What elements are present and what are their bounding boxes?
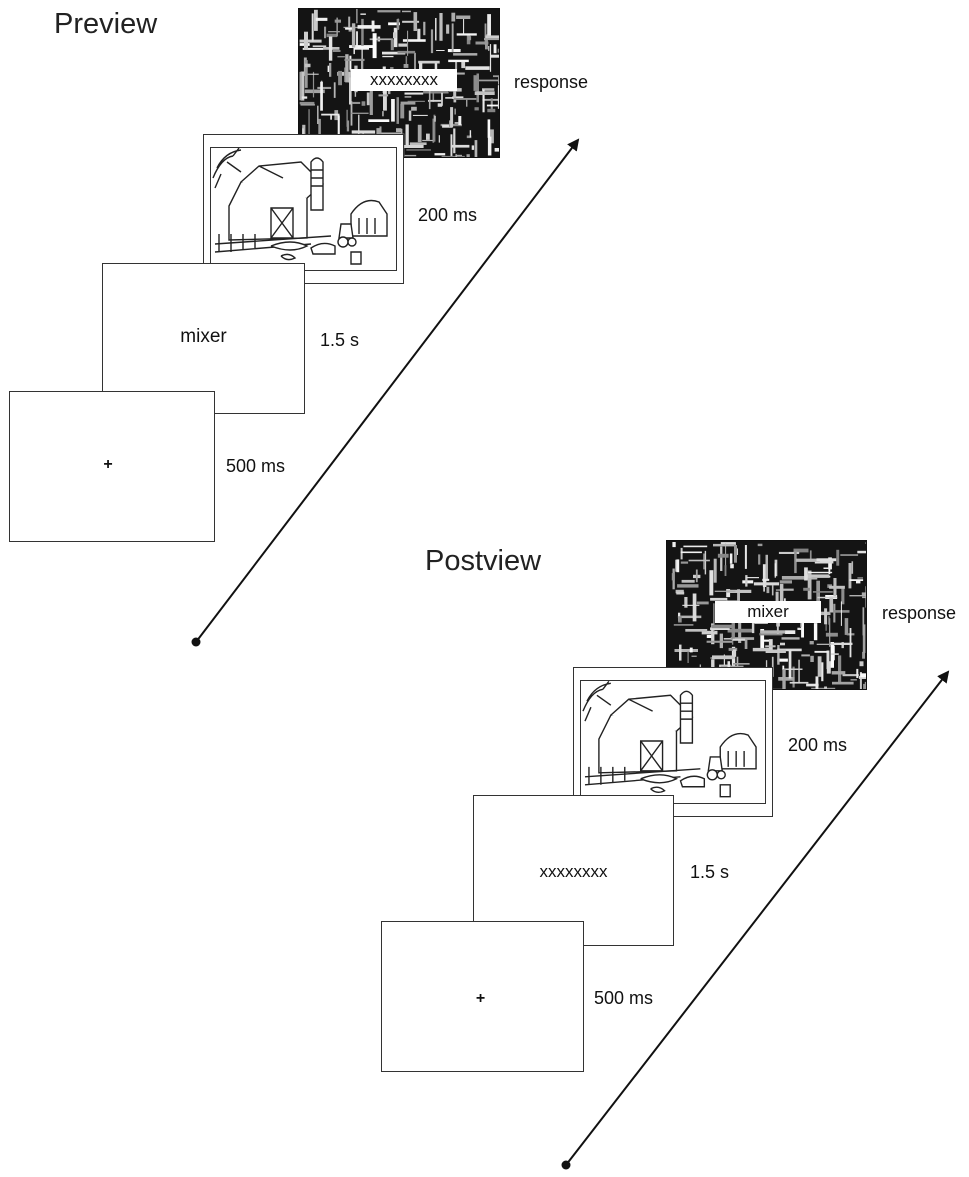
scene-image [580, 680, 766, 804]
fixation-frame: + [9, 391, 215, 542]
cue-duration: 1.5 s [320, 330, 360, 350]
scene-image [210, 147, 397, 271]
scene-frame [203, 134, 404, 284]
fixation-duration: 500 ms [594, 988, 654, 1008]
time-arrow-postview [561, 670, 950, 1170]
mask-frame: mixer [666, 540, 867, 690]
response-label: response [514, 72, 589, 92]
fixation-cross: + [475, 990, 486, 1007]
mask-noise-pattern [667, 542, 866, 689]
cue-word: mixer [180, 326, 227, 347]
panel-title-preview: Preview [54, 8, 158, 40]
mask-noise-pattern [299, 9, 499, 157]
cue-frame: xxxxxxxx [473, 795, 674, 946]
cue-word: xxxxxxxx [539, 862, 608, 881]
arrow-start-dot [561, 1160, 571, 1170]
mask-word: xxxxxxxx [351, 69, 457, 91]
fixation-cross: + [103, 456, 113, 473]
mask-frame: xxxxxxxx [298, 8, 500, 158]
time-arrow-preview [191, 138, 580, 647]
scene-duration: 200 ms [788, 735, 848, 755]
fixation-duration: 500 ms [226, 456, 286, 476]
response-label: response [882, 603, 957, 623]
scene-frame [573, 667, 773, 817]
cue-frame: mixer [102, 263, 305, 414]
cue-duration: 1.5 s [690, 862, 730, 882]
arrow-start-dot [191, 637, 201, 647]
panel-title-postview: Postview [425, 545, 542, 577]
fixation-frame: + [381, 921, 584, 1072]
scene-duration: 200 ms [418, 205, 478, 225]
mask-word: mixer [715, 601, 821, 623]
